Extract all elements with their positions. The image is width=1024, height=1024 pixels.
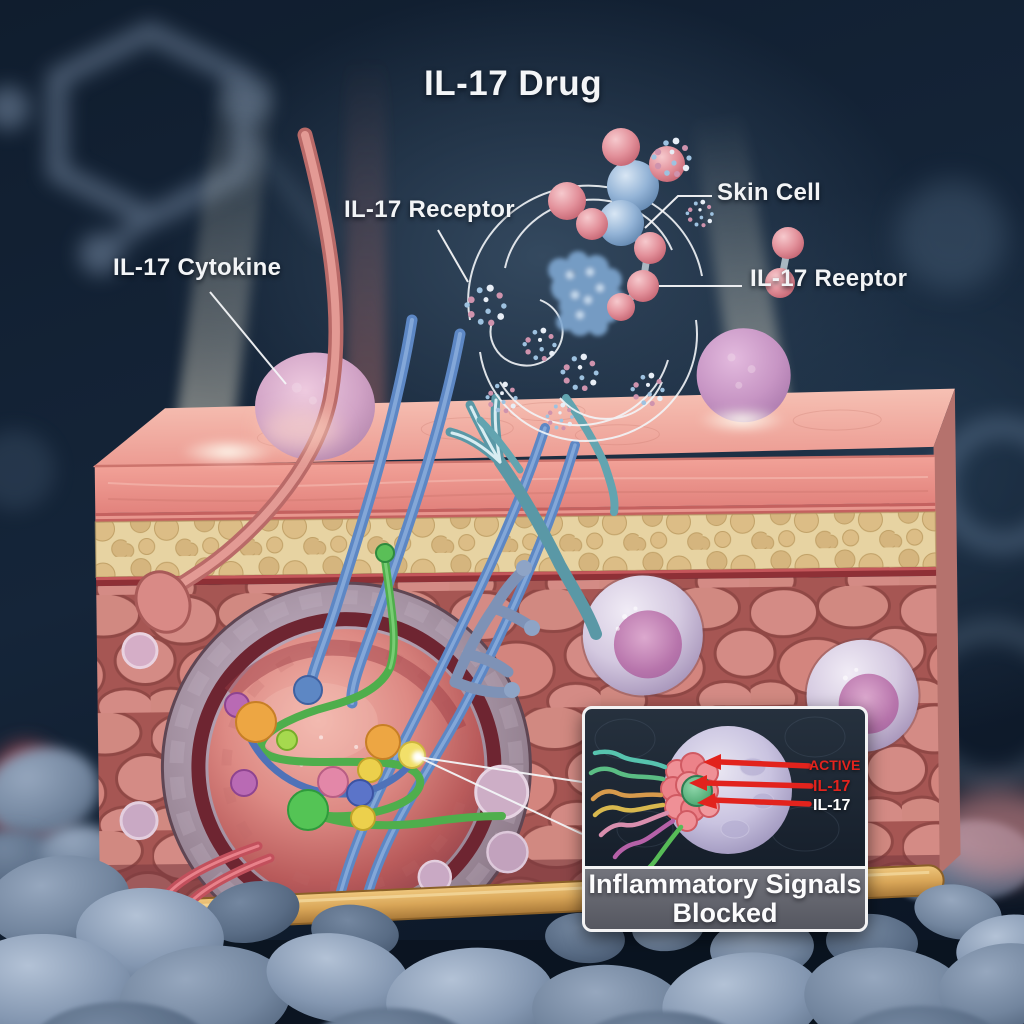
receptor-fork-teal	[445, 393, 619, 640]
inset-label-il17-red: IL-17	[813, 778, 851, 795]
inset-caption: Inflammatory Signals Blocked	[585, 866, 865, 929]
beam-impact-glows	[180, 406, 786, 466]
page-title: IL-17 Drug	[424, 64, 603, 103]
blocked-signal-tip-glow	[412, 751, 424, 763]
drug-molecule	[548, 128, 804, 321]
blocked-signal-tendrils	[588, 749, 684, 866]
signal-thread-green	[257, 543, 506, 830]
label-il17-cytokine: IL-17 Cytokine	[113, 254, 282, 281]
label-skin-cell: Skin Cell	[717, 179, 822, 206]
receptor-protein-cluster	[548, 251, 624, 336]
skin-surface-bump-right	[696, 328, 791, 423]
inset-label-il17-white: IL-17	[813, 797, 851, 814]
inset-cell-art	[588, 716, 846, 866]
follicle-vesicles	[224, 692, 426, 831]
label-il17-receptor: IL-17 Receptor	[344, 196, 515, 223]
il17-arrows	[704, 759, 814, 807]
inset-cell-view	[585, 709, 865, 866]
pebble-cells	[0, 855, 1024, 1024]
inset-caption-line1: Inflammatory Signals	[588, 869, 862, 899]
callout-leader-lines	[209, 195, 742, 835]
inset-caption-line2: Blocked	[672, 898, 778, 928]
background-blurred-molecules	[0, 20, 334, 275]
label-il17-reeptor: IL-17 Reeptor	[750, 265, 908, 292]
inset-label-active: ACTIVE	[809, 757, 861, 773]
il17-arrowheads	[689, 754, 721, 809]
fat-layer	[95, 511, 937, 578]
inset-inflammation-blocked: ACTIVE IL-17 IL-17 Inflammatory Signals …	[582, 706, 868, 932]
dermal-immune-cell-1	[580, 573, 705, 698]
